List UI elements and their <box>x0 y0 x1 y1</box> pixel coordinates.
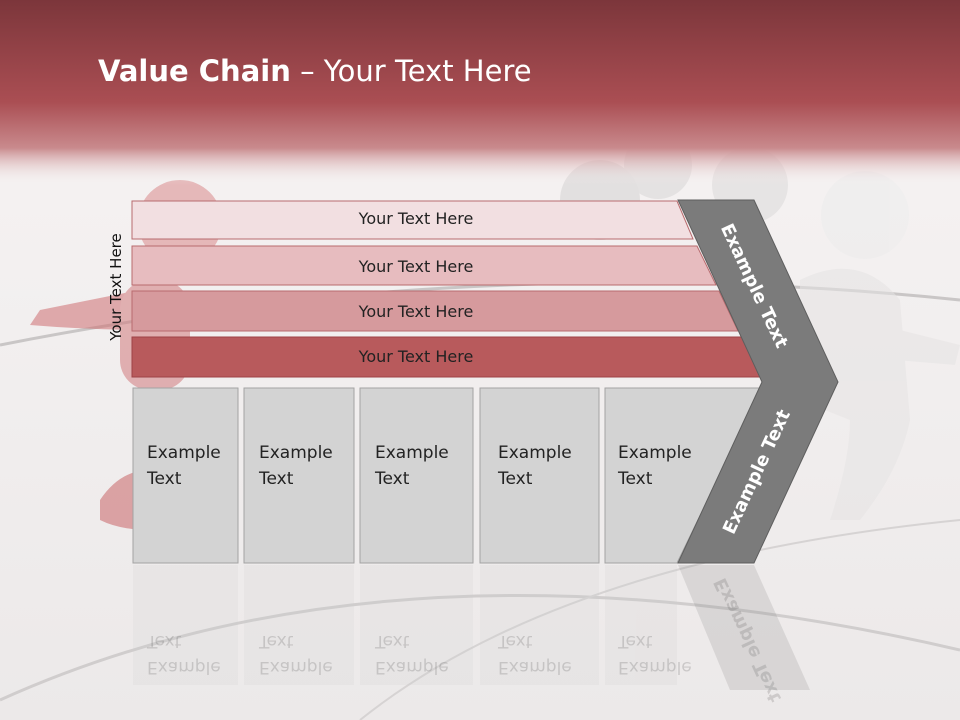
row-label-2: Your Text Here <box>358 257 474 276</box>
row-label-3: Your Text Here <box>358 302 474 321</box>
box-5 <box>604 387 763 564</box>
box-2 <box>243 387 355 564</box>
side-label: Your Text Here <box>107 233 125 341</box>
row-label-4: Your Text Here <box>358 347 474 366</box>
row-bar-1 <box>131 200 694 240</box>
box-3 <box>359 387 474 564</box>
row-label-1: Your Text Here <box>358 209 474 228</box>
row-bar-2 <box>131 245 717 286</box>
chevron-arrow <box>677 199 839 564</box>
page-title: Value Chain – Your Text Here <box>98 54 532 88</box>
box-1 <box>132 387 239 564</box>
box-4 <box>479 387 600 564</box>
